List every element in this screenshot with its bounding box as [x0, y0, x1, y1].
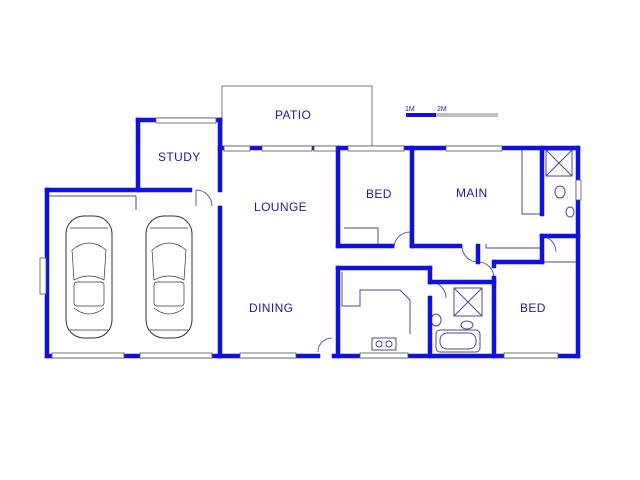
room-label-patio: PATIO: [275, 108, 311, 122]
scale-label-2m: 2M: [437, 106, 447, 113]
doors: [195, 189, 557, 353]
room-label-study: STUDY: [158, 150, 201, 164]
room-label-bed-2: BED: [520, 301, 546, 315]
car-right-icon: [145, 215, 193, 339]
car-left-icon: [65, 215, 113, 339]
room-label-lounge: LOUNGE: [254, 200, 307, 214]
windows: [39, 117, 582, 359]
room-label-dining: DINING: [249, 301, 293, 315]
scale-bar: 1M 2M: [405, 106, 498, 117]
room-label-bed-1: BED: [366, 187, 392, 201]
walls: [44, 117, 581, 359]
room-label-main: MAIN: [456, 186, 488, 200]
patio-outline: [221, 85, 373, 146]
scale-label-1m: 1M: [405, 106, 415, 113]
interior-details: [48, 149, 579, 353]
